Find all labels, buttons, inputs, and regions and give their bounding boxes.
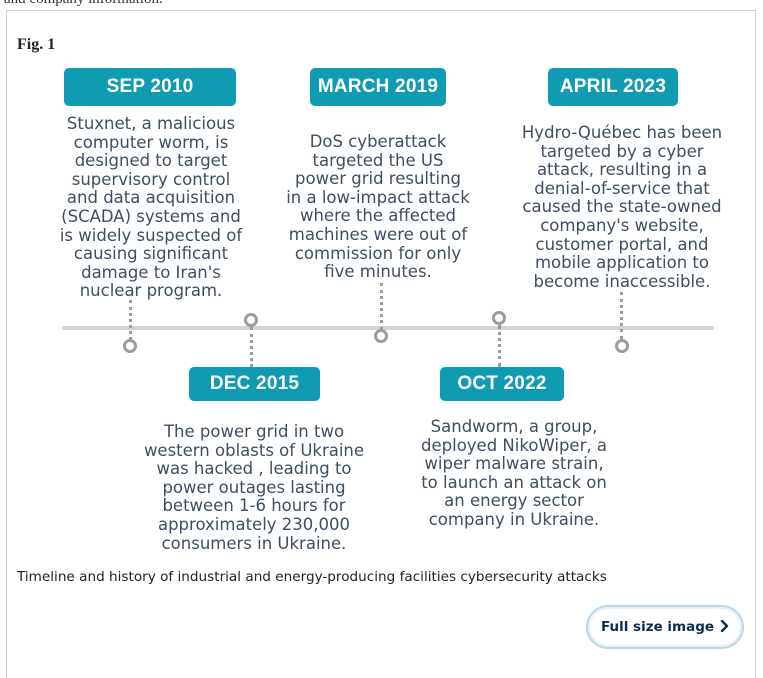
event-connector xyxy=(498,325,501,367)
event-date-badge: APRIL 2023 xyxy=(548,68,678,106)
timeline-axis xyxy=(62,326,714,330)
event-connector xyxy=(620,292,623,339)
full-size-image-button[interactable]: Full size image xyxy=(586,605,744,649)
event-connector xyxy=(380,283,383,330)
event-description: Hydro-Québec has been targeted by a cybe… xyxy=(521,123,723,291)
figure-caption: Timeline and history of industrial and e… xyxy=(17,569,607,585)
event-date-badge: SEP 2010 xyxy=(64,68,236,106)
event-date-badge: MARCH 2019 xyxy=(310,68,446,106)
event-description: Stuxnet, a malicious computer worm, is d… xyxy=(59,114,243,301)
timeline-figure[interactable]: SEP 2010 Stuxnet, a malicious computer w… xyxy=(38,67,724,552)
event-connector xyxy=(250,327,253,367)
figure-label: Fig. 1 xyxy=(17,36,56,53)
preceding-text-fragment: and company information. xyxy=(4,0,163,8)
event-marker xyxy=(374,329,388,343)
event-marker xyxy=(123,339,137,353)
event-marker xyxy=(492,311,506,325)
event-date-badge: DEC 2015 xyxy=(189,367,320,401)
event-description: DoS cyberattack targeted the US power gr… xyxy=(286,132,470,282)
full-size-image-label: Full size image xyxy=(600,619,715,635)
event-marker xyxy=(615,339,629,353)
event-date-badge: OCT 2022 xyxy=(440,367,564,401)
event-marker xyxy=(244,313,258,327)
event-connector xyxy=(129,300,132,340)
event-description: The power grid in two western oblasts of… xyxy=(143,422,365,553)
chevron-right-icon xyxy=(720,619,729,635)
event-description: Sandworm, a group, deployed NikoWiper, a… xyxy=(421,417,607,529)
